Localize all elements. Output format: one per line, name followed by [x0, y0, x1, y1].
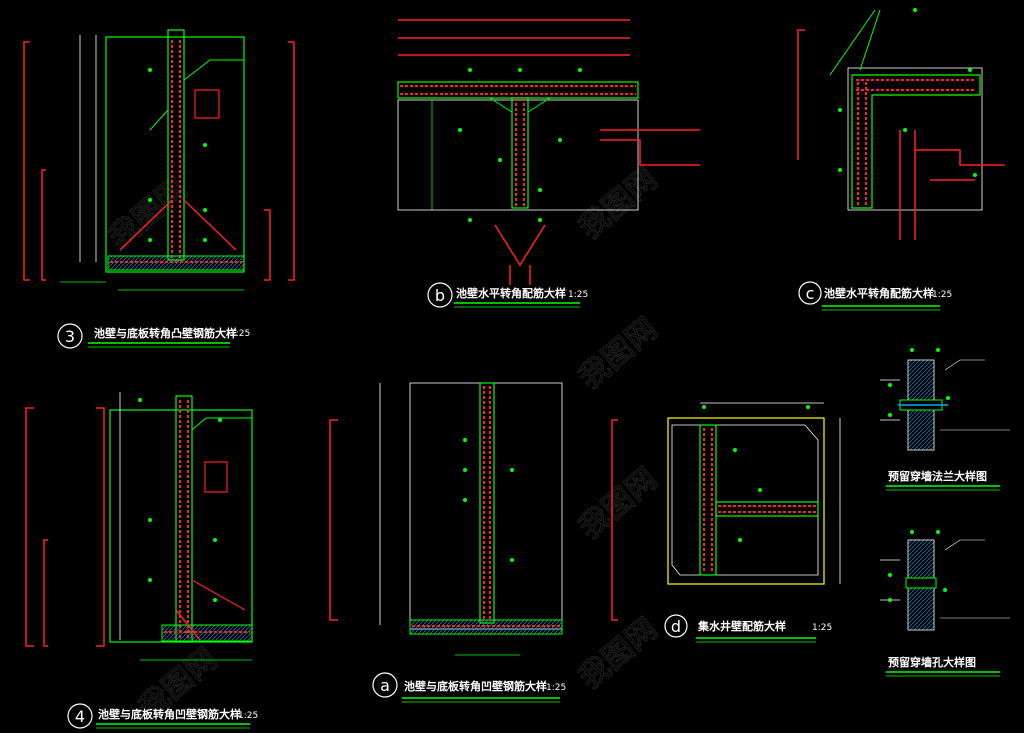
detail-c-badge-label: c [806, 284, 815, 303]
detail-b-caption: b 池壁水平转角配筋大样 1:25 [427, 282, 588, 308]
detail-3-badge-label: 3 [65, 327, 75, 346]
detail-c-caption: c 池壁水平转角配筋大样 1:25 [798, 281, 952, 311]
detail-3-caption: 3 池壁与底板转角凸壁钢筋大样 1:25 [57, 323, 250, 349]
detail-b-scale: 1:25 [568, 290, 588, 300]
detail-d [611, 402, 841, 621]
detail-f-caption: 预留穿墙孔大样图 [886, 655, 1000, 677]
detail-b [397, 19, 700, 285]
watermark-text: 我图网 [103, 171, 194, 256]
watermark-text: 我图网 [573, 161, 664, 246]
detail-c [797, 8, 1005, 240]
detail-e [880, 348, 1010, 451]
watermark-text: 我图网 [573, 311, 664, 396]
detail-f [880, 530, 1010, 631]
detail-a-title: 池壁与底板转角凹壁钢筋大样 [404, 679, 547, 693]
detail-4-caption: 4 池壁与底板转角凹壁钢筋大样 1:25 [67, 703, 258, 729]
detail-e-title: 预留穿墙法兰大样图 [888, 469, 987, 483]
detail-3-scale: 1:25 [230, 329, 250, 339]
detail-a [329, 382, 563, 656]
detail-f-title: 预留穿墙孔大样图 [888, 655, 976, 669]
detail-d-badge-label: d [671, 617, 681, 636]
watermark-text: 我图网 [573, 461, 664, 546]
detail-d-title: 集水井壁配筋大样 [697, 619, 786, 633]
detail-b-title: 池壁水平转角配筋大样 [456, 286, 566, 300]
detail-b-badge-label: b [435, 286, 445, 305]
detail-c-scale: 1:25 [932, 290, 952, 300]
detail-e-caption: 预留穿墙法兰大样图 [886, 469, 1000, 491]
detail-d-caption: d 集水井壁配筋大样 1:25 [664, 614, 832, 643]
detail-3-title: 池壁与底板转角凸壁钢筋大样 [94, 326, 237, 340]
detail-4-title: 池壁与底板转角凹壁钢筋大样 [98, 707, 241, 721]
detail-3 [23, 29, 295, 291]
detail-a-badge-label: a [380, 676, 390, 695]
detail-c-title: 池壁水平转角配筋大样 [824, 286, 934, 300]
detail-a-scale: 1:25 [546, 683, 566, 693]
detail-4 [25, 392, 253, 661]
detail-d-scale: 1:25 [812, 623, 832, 633]
detail-a-caption: a 池壁与底板转角凹壁钢筋大样 1:25 [372, 672, 566, 703]
watermark-text: 我图网 [573, 611, 664, 696]
detail-4-badge-label: 4 [75, 707, 85, 726]
detail-4-scale: 1:25 [238, 711, 258, 721]
detail-badge-3 [57, 323, 83, 349]
